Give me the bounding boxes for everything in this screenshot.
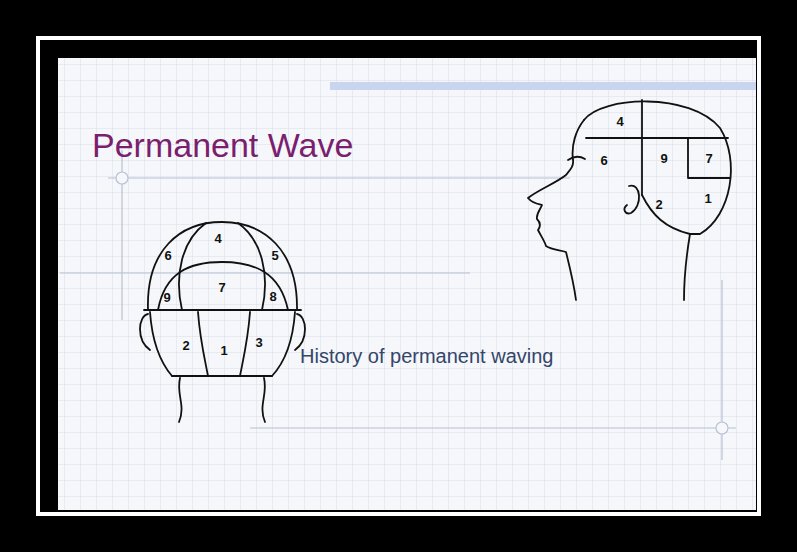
section-number: 4 xyxy=(616,115,623,128)
section-number: 1 xyxy=(220,344,227,357)
section-number: 9 xyxy=(660,152,667,165)
slide-subtitle: History of permanent waving xyxy=(300,345,553,368)
section-number: 7 xyxy=(705,152,712,165)
section-number: 4 xyxy=(214,232,221,245)
section-number: 2 xyxy=(182,339,189,352)
section-number: 3 xyxy=(255,336,262,349)
section-number: 6 xyxy=(600,154,607,167)
section-number: 8 xyxy=(269,290,276,303)
section-number: 2 xyxy=(655,198,662,211)
section-number: 5 xyxy=(271,249,278,262)
section-number: 1 xyxy=(704,192,711,205)
section-number: 7 xyxy=(218,281,225,294)
section-number: 9 xyxy=(163,291,170,304)
section-number: 6 xyxy=(164,249,171,262)
slide-title: Permanent Wave xyxy=(92,126,353,165)
